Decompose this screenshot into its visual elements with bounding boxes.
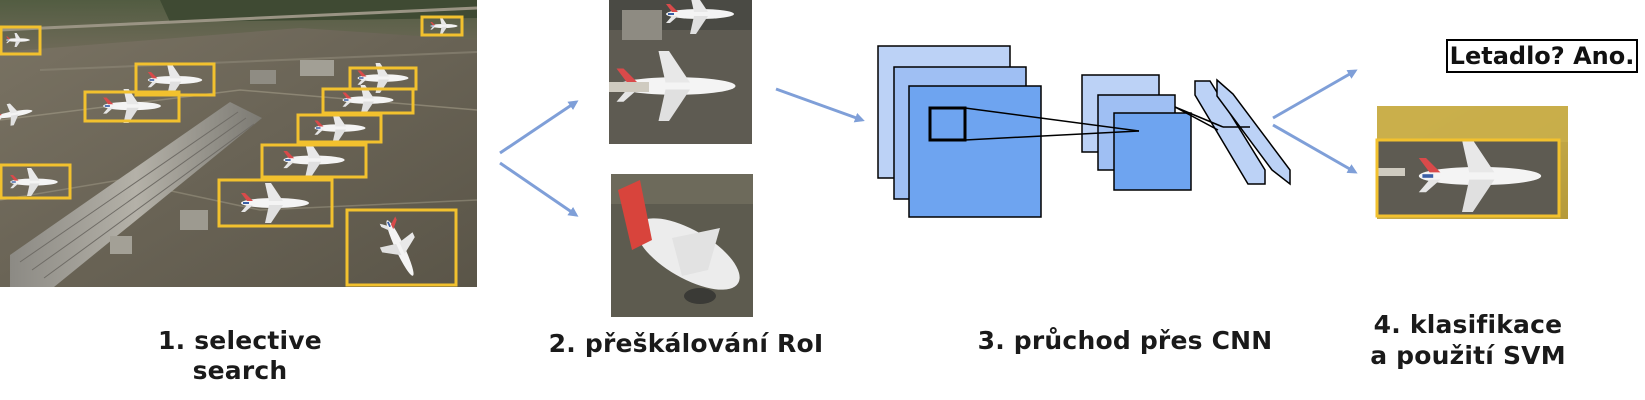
- aerial-airport-image: [0, 0, 478, 287]
- cnn-layers-diagram: [877, 45, 1291, 218]
- detection-box: [1375, 138, 1561, 218]
- bbox-4: [83, 90, 181, 123]
- bbox-6: [321, 87, 415, 115]
- receptive-field: [928, 106, 967, 142]
- arrow-icon: [499, 161, 579, 217]
- bbox-8: [260, 143, 368, 179]
- conv-layer-6: [1113, 112, 1192, 191]
- bbox-1: [0, 25, 42, 56]
- arrow-icon: [775, 87, 865, 123]
- caption-step-1: 1. selective search: [158, 326, 322, 385]
- bbox-9: [217, 178, 334, 228]
- classified-region-image: [1375, 106, 1568, 219]
- airplane-crop-image: [611, 174, 753, 317]
- bbox-7: [296, 113, 383, 144]
- fc-layer-1: [1194, 80, 1266, 185]
- caption-step-3: 3. průchod přes CNN: [977, 326, 1273, 355]
- region-proposal-boxes: [0, 15, 464, 287]
- caption-step-4-line-2: a použití SVM: [1370, 341, 1566, 370]
- bbox-11: [345, 208, 458, 287]
- arrow-icon: [1272, 69, 1358, 120]
- airplane-crop-image: [609, 0, 752, 144]
- bbox-3: [134, 62, 216, 97]
- bbox-10: [0, 163, 72, 200]
- conv-layer-3: [908, 85, 1042, 218]
- caption-step-4-line-1: 4. klasifikace: [1373, 310, 1563, 339]
- classification-result: Letadlo? Ano.: [1446, 39, 1638, 73]
- fc-layer-2: [1216, 78, 1291, 186]
- caption-step-2: 2. přeškálování RoI: [548, 329, 824, 358]
- bbox-2: [420, 15, 464, 37]
- arrow-icon: [499, 100, 579, 155]
- arrow-icon: [1272, 123, 1358, 174]
